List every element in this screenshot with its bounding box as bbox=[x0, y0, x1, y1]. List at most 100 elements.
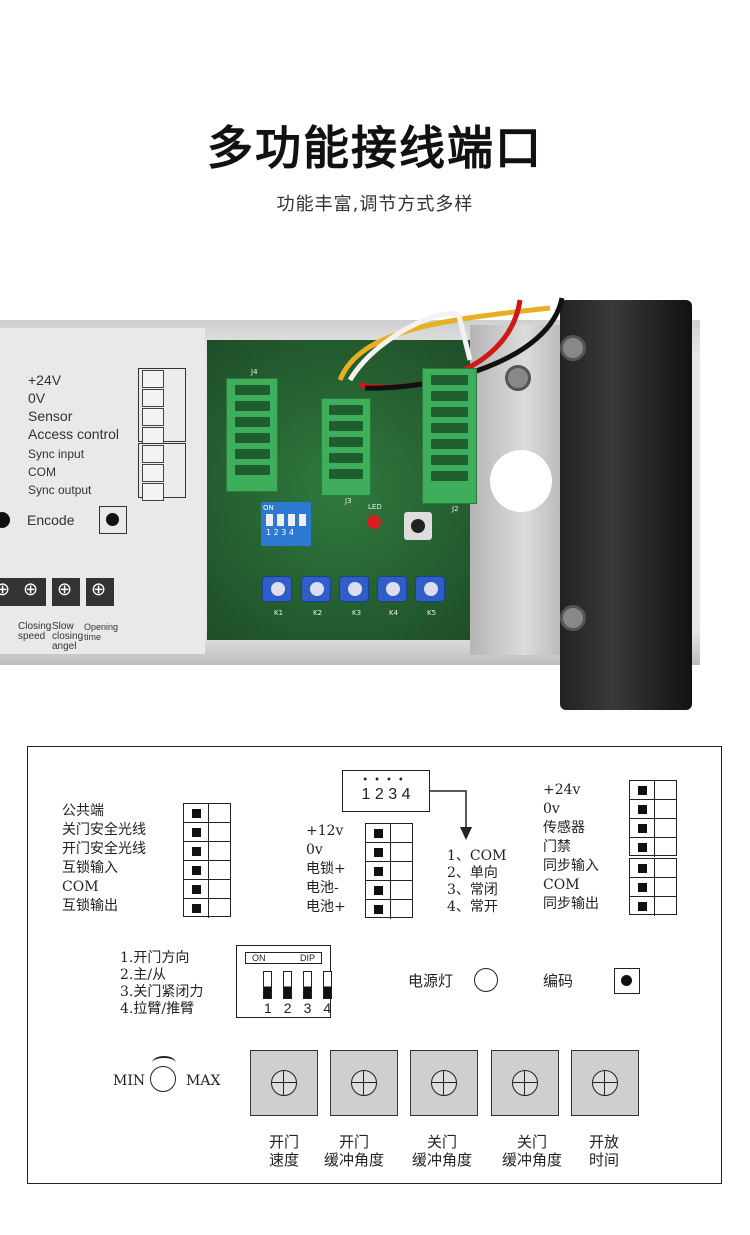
mid-label: 0v bbox=[306, 842, 323, 858]
led-dot bbox=[0, 512, 10, 528]
knob-label: Slow closing angel bbox=[52, 621, 84, 652]
adjust-knob-closing-buffer-2 bbox=[491, 1050, 559, 1116]
panel-knob bbox=[52, 578, 80, 606]
potentiometer bbox=[415, 576, 445, 602]
pot-label: K4 bbox=[389, 609, 399, 617]
left-label: 公共端 bbox=[62, 803, 104, 819]
panel-label: Sensor bbox=[28, 408, 73, 424]
potentiometer bbox=[301, 576, 331, 602]
mid-label: 电池+ bbox=[306, 899, 346, 915]
right-terminal-block-bottom bbox=[629, 858, 677, 916]
left-terminal-block bbox=[183, 803, 231, 918]
panel-label: COM bbox=[28, 465, 56, 479]
adjust-knob-opening-buffer bbox=[330, 1050, 398, 1116]
connector-j4 bbox=[226, 378, 278, 492]
left-label: 开门安全光线 bbox=[62, 841, 146, 857]
screw bbox=[560, 605, 586, 631]
dip-number: 2 bbox=[283, 1000, 292, 1016]
dip-number: 1 bbox=[264, 1000, 272, 1016]
knob-label: 开门 缓冲角度 bbox=[323, 1133, 384, 1169]
left-label: 关门安全光线 bbox=[62, 822, 146, 838]
panel-knob bbox=[0, 578, 18, 606]
right-label: 0v bbox=[543, 801, 560, 817]
dip-function: 1.开门方向 bbox=[120, 950, 190, 966]
right-label: COM bbox=[543, 877, 580, 893]
panel-label: Sync input bbox=[28, 447, 85, 461]
right-label: 传感器 bbox=[543, 820, 585, 836]
jumper-option: 3、常闭 bbox=[447, 882, 498, 898]
knob-label: 开放 时间 bbox=[588, 1133, 619, 1169]
knob-label: Opening time bbox=[84, 622, 119, 642]
connector-j3 bbox=[321, 398, 371, 496]
end-cap bbox=[560, 300, 692, 710]
dip-on-label: ON bbox=[263, 504, 274, 512]
knob-label: 关门 缓冲角度 bbox=[411, 1133, 472, 1169]
connector-label: J4 bbox=[251, 368, 258, 376]
pot-label: K1 bbox=[274, 609, 284, 617]
left-label: 互锁输入 bbox=[62, 860, 118, 876]
max-label: MAX bbox=[186, 1073, 221, 1089]
encode-button bbox=[99, 506, 127, 534]
dip-function: 3.关门紧闭力 bbox=[120, 984, 204, 1000]
mid-terminal-block bbox=[365, 823, 413, 919]
bracket-hole bbox=[490, 450, 552, 512]
mid-label: 电锁+ bbox=[306, 861, 346, 877]
adjust-knob-open-time bbox=[571, 1050, 639, 1116]
right-label: +24v bbox=[543, 782, 581, 798]
left-label: COM bbox=[62, 879, 99, 895]
panel-knob bbox=[18, 578, 46, 606]
panel-terminal bbox=[138, 443, 186, 501]
jumper-header: •••• 1 2 3 4 bbox=[342, 770, 430, 812]
panel-terminal bbox=[138, 368, 186, 445]
dip-function: 4.拉臂/推臂 bbox=[120, 1001, 195, 1017]
panel-label: 0V bbox=[28, 390, 46, 406]
jumper-option: 1、COM bbox=[447, 848, 507, 864]
left-label: 互锁输出 bbox=[62, 898, 118, 914]
connector-label: J3 bbox=[345, 497, 352, 505]
right-terminal-block-top bbox=[629, 780, 677, 857]
dip-numbers: 1 2 3 4 bbox=[266, 528, 294, 537]
power-light-label: 电源灯 bbox=[408, 972, 454, 990]
pot-label: K2 bbox=[313, 609, 323, 617]
dip-function: 2.主/从 bbox=[120, 967, 167, 983]
potentiometer bbox=[377, 576, 407, 602]
panel-label: Sync output bbox=[28, 483, 92, 497]
knob-label: 开门 速度 bbox=[268, 1133, 299, 1169]
right-label: 门禁 bbox=[543, 839, 571, 855]
jumper-arrow bbox=[429, 790, 472, 840]
screw bbox=[505, 365, 531, 391]
encode-label: 编码 bbox=[543, 972, 574, 990]
encode-label: Encode bbox=[27, 512, 75, 528]
knob-label: Closing speed bbox=[18, 621, 52, 642]
pot-label: K3 bbox=[352, 609, 362, 617]
rotation-arc-icon bbox=[152, 1056, 176, 1070]
right-label: 同步输出 bbox=[543, 896, 599, 912]
panel-label: Access control bbox=[28, 426, 120, 442]
adjust-knob-opening-speed bbox=[250, 1050, 318, 1116]
encode-button-icon bbox=[614, 968, 640, 994]
dip-number: 3 bbox=[303, 1000, 312, 1016]
led-label: LED bbox=[368, 503, 382, 511]
jumper-option: 2、单向 bbox=[447, 865, 498, 881]
push-button bbox=[404, 512, 432, 540]
screw bbox=[560, 335, 586, 361]
potentiometer bbox=[339, 576, 369, 602]
potentiometer bbox=[262, 576, 292, 602]
dip-switch: ON 1 2 3 4 bbox=[261, 502, 311, 546]
dip-switch-diagram: ON DIP 1 2 3 4 bbox=[236, 945, 332, 1018]
page-title: 多功能接线端口 bbox=[207, 121, 543, 175]
dip-number: 4 bbox=[323, 1000, 332, 1016]
adjust-knob-closing-buffer bbox=[410, 1050, 478, 1116]
jumper-option: 4、常开 bbox=[447, 899, 498, 915]
connector-j2 bbox=[422, 368, 477, 504]
panel-label: +24V bbox=[28, 372, 62, 388]
mid-label: +12v bbox=[306, 823, 344, 839]
red-led bbox=[367, 515, 381, 529]
wiring-diagram bbox=[27, 746, 722, 1184]
pot-label: K5 bbox=[427, 609, 437, 617]
connector-label: J2 bbox=[452, 505, 459, 513]
power-light-icon bbox=[474, 968, 498, 992]
page-subtitle: 功能丰富,调节方式多样 bbox=[276, 194, 474, 215]
dip-label: DIP bbox=[299, 953, 315, 963]
dip-on: ON bbox=[252, 953, 266, 963]
